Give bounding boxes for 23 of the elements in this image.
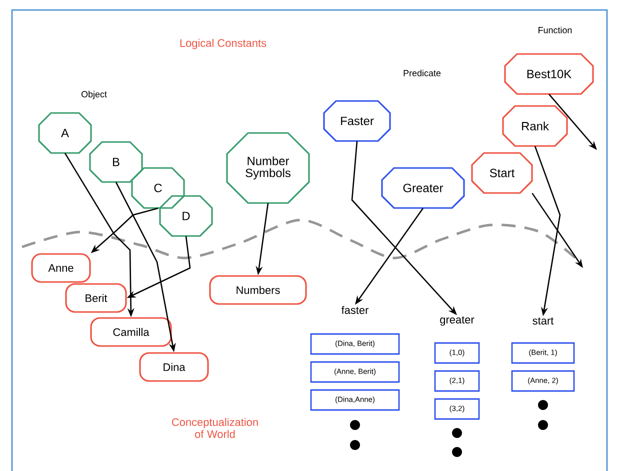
octagon-node: A (38, 112, 92, 154)
set-label: start (532, 317, 554, 325)
octagon-node: Rank (502, 105, 568, 147)
octagon-node: Number Symbols (226, 132, 310, 204)
heading: Logical Constants (180, 38, 266, 50)
octagon-node: B (89, 141, 143, 183)
rounded-box: Camilla (90, 317, 172, 347)
category-label: Function (538, 26, 572, 34)
category-label: Predicate (404, 70, 441, 76)
category-label: Object (81, 90, 107, 100)
octagon-node: Faster (323, 100, 391, 142)
rounded-box: Numbers (209, 275, 307, 305)
octagon-node: Start (471, 152, 533, 194)
octagon-node: D (159, 195, 213, 237)
rounded-box: Dina (139, 352, 209, 382)
set-label: faster (341, 306, 369, 314)
rounded-box: Berit (65, 283, 127, 313)
rounded-box: Anne (31, 253, 91, 283)
octagon-node: Best10K (504, 53, 594, 95)
set-label: greater (440, 316, 474, 326)
octagon-node: C (131, 167, 185, 209)
heading: Conceptualization of World (172, 418, 258, 438)
octagon-node: Greater (381, 167, 465, 209)
